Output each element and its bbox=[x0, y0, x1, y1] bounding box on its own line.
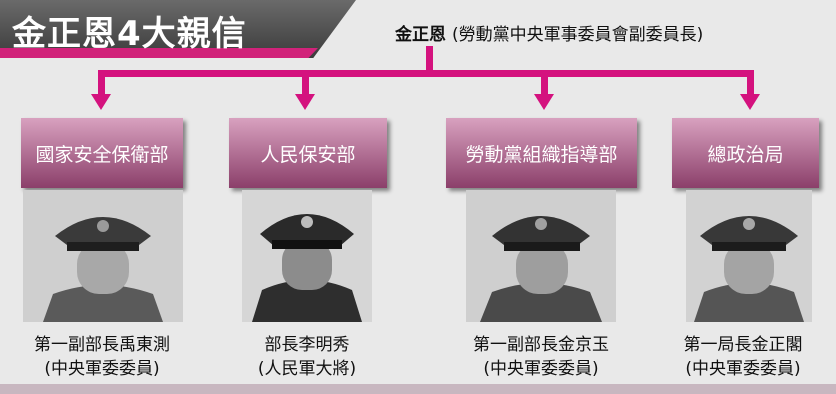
person-affiliation: (中央軍委委員) bbox=[483, 359, 599, 379]
dept-box-general-political: 總政治局 bbox=[672, 118, 819, 188]
person-title-name: 部長李明秀 bbox=[264, 335, 350, 355]
dept-label: 勞動黨組織指導部 bbox=[465, 143, 618, 166]
dept-label: 人民保安部 bbox=[260, 143, 356, 166]
leader-name: 金正恩 bbox=[395, 25, 446, 45]
person-affiliation: (中央軍委委員) bbox=[685, 359, 801, 379]
connector-horizontal bbox=[98, 70, 754, 77]
dept-box-state-security: 國家安全保衛部 bbox=[21, 118, 183, 188]
dept-box-public-security: 人民保安部 bbox=[229, 118, 387, 188]
person-caption: 第一副部長金京玉 (中央軍委委員) bbox=[441, 333, 641, 381]
person-caption: 第一局長金正閣 (中央軍委委員) bbox=[650, 333, 836, 381]
bottom-bar bbox=[0, 384, 836, 394]
portrait-photo bbox=[466, 190, 616, 322]
person-title-name: 第一副部長禹東測 bbox=[34, 335, 170, 355]
arrow-down-icon bbox=[740, 94, 760, 110]
person-affiliation: (中央軍委委員) bbox=[44, 359, 160, 379]
connector-drop-3 bbox=[541, 70, 548, 94]
arrow-down-icon bbox=[534, 94, 554, 110]
portrait-photo bbox=[23, 190, 183, 322]
page-title: 金正恩4大親信 bbox=[12, 14, 247, 54]
portrait-photo bbox=[242, 190, 372, 322]
person-title-name: 第一局長金正閣 bbox=[683, 335, 803, 355]
dept-label: 國家安全保衛部 bbox=[35, 143, 169, 166]
person-caption: 第一副部長禹東測 (中央軍委委員) bbox=[2, 333, 202, 381]
leader-label: 金正恩 (勞動黨中央軍事委員會副委員長) bbox=[395, 20, 703, 45]
person-title-name: 第一副部長金京玉 bbox=[473, 335, 609, 355]
arrow-down-icon bbox=[295, 94, 315, 110]
connector-stem bbox=[426, 46, 433, 76]
connector-drop-1 bbox=[98, 70, 105, 94]
leader-role: (勞動黨中央軍事委員會副委員長) bbox=[452, 25, 704, 45]
dept-label: 總政治局 bbox=[707, 143, 784, 166]
portrait-photo bbox=[686, 190, 812, 322]
dept-box-organization-guidance: 勞動黨組織指導部 bbox=[446, 118, 637, 188]
person-caption: 部長李明秀 (人民軍大將) bbox=[207, 333, 407, 381]
connector-drop-4 bbox=[747, 70, 754, 94]
person-affiliation: (人民軍大將) bbox=[257, 359, 357, 379]
connector-drop-2 bbox=[302, 70, 309, 94]
title-accent-stripe bbox=[0, 48, 318, 58]
arrow-down-icon bbox=[91, 94, 111, 110]
